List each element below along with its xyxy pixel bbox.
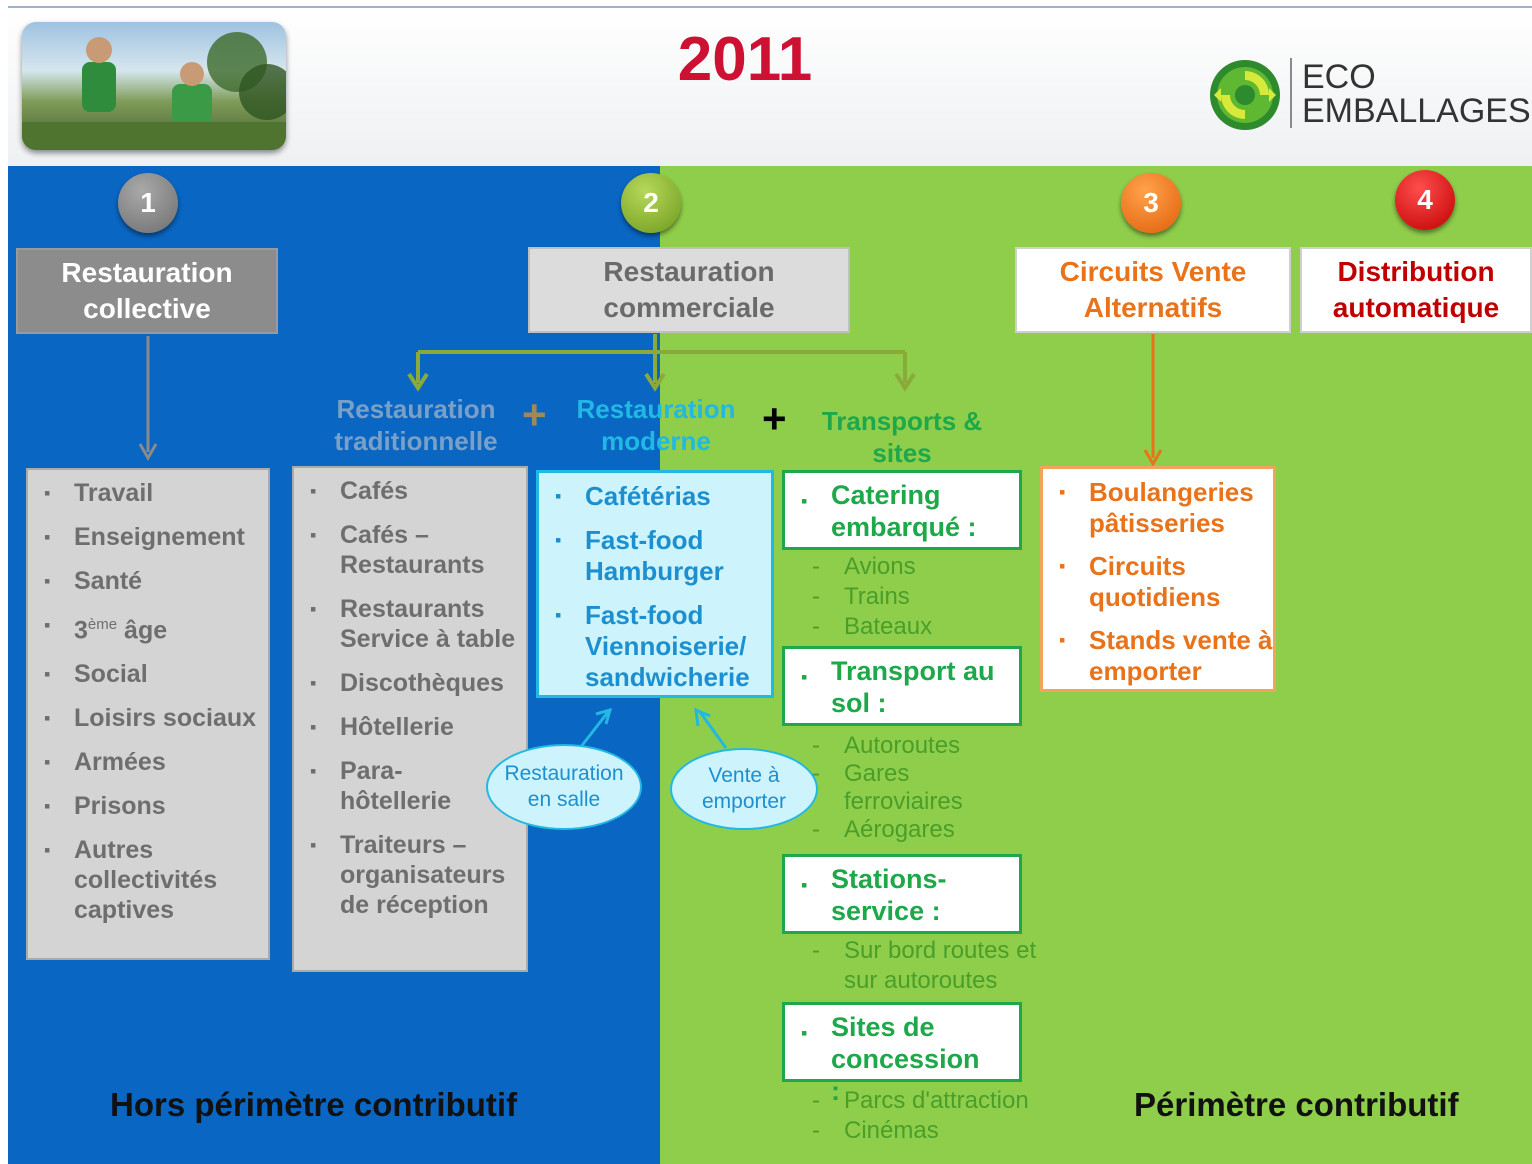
list-item: 3ème âge (28, 610, 268, 645)
circuits-vente-list: Boulangeries pâtisseries Circuits quotid… (1040, 466, 1276, 692)
list-item: Santé (28, 566, 268, 596)
eco-emballages-logo-text: ECO EMBALLAGES (1302, 58, 1531, 130)
list-item: Traiteurs – organisateurs de réception (294, 830, 526, 920)
sites-de-concession-subs: Parcs d'attraction Cinémas (810, 1086, 1029, 1146)
list-item: Discothèques (294, 668, 526, 698)
plus-sign-1: + (522, 391, 547, 438)
list-item: Boulangeries pâtisseries (1043, 477, 1273, 539)
list-item: Hôtellerie (294, 712, 526, 742)
list-item: Prisons (28, 791, 268, 821)
list-item: Social (28, 659, 268, 689)
bubble-vente-a-emporter: Vente à emporter (670, 748, 818, 830)
plus-sign-2: + (762, 395, 787, 442)
step-4-badge: 4 (1395, 170, 1455, 230)
catering-embarque-subs: Avions Trains Bateaux (810, 552, 932, 642)
list-item: Fast-food Viennoiserie/ sandwicherie (539, 600, 771, 693)
list-item: Fast-food Hamburger (539, 525, 771, 587)
transport-au-sol-subs: Autoroutes Gares ferroviaires Aérogares (810, 732, 980, 844)
logo-separator (1290, 58, 1292, 128)
perimetre-contributif-label: Périmètre contributif (1134, 1086, 1459, 1123)
list-item: Autres collectivités captives (28, 835, 268, 925)
list-item: Restaurants Service à table (294, 594, 526, 654)
year-title: 2011 (677, 25, 813, 94)
list-item: Cafétérias (539, 481, 771, 512)
list-item: Travail (28, 478, 268, 508)
stations-service-subs: Sur bord routes et sur autoroutes (810, 936, 1040, 996)
transport-au-sol-box: Transport au sol : (782, 646, 1022, 726)
list-item: Loisirs sociaux (28, 703, 268, 733)
restauration-collective-list: Travail Enseignement Santé 3ème âge Soci… (26, 468, 270, 960)
step-2-badge: 2 (621, 173, 681, 233)
recycling-photo (22, 22, 286, 150)
list-item: Circuits quotidiens (1043, 551, 1273, 613)
list-item: Cafés – Restaurants (294, 520, 526, 580)
step-3-badge: 3 (1121, 173, 1181, 233)
restauration-moderne-list: Cafétérias Fast-food Hamburger Fast-food… (536, 470, 774, 698)
list-item: Cafés (294, 476, 526, 506)
restauration-traditionnelle-list: Cafés Cafés – Restaurants Restaurants Se… (292, 466, 528, 972)
bubble-restauration-en-salle: Restauration en salle (486, 744, 642, 830)
hors-perimetre-label: Hors périmètre contributif (110, 1086, 518, 1123)
list-item: Armées (28, 747, 268, 777)
stations-service-box: Stations-service : (782, 854, 1022, 934)
list-item: Para-hôtellerie (294, 756, 526, 816)
list-item: Enseignement (28, 522, 268, 552)
eco-emballages-logo-icon (1208, 58, 1282, 132)
sites-de-concession-box: Sites de concession : (782, 1002, 1022, 1106)
list-item: Stands vente à emporter (1043, 625, 1273, 687)
step-1-badge: 1 (118, 173, 178, 233)
transports-sites-title: Transports &sites (821, 406, 983, 468)
catering-embarque-box: Catering embarqué : (782, 470, 1022, 550)
